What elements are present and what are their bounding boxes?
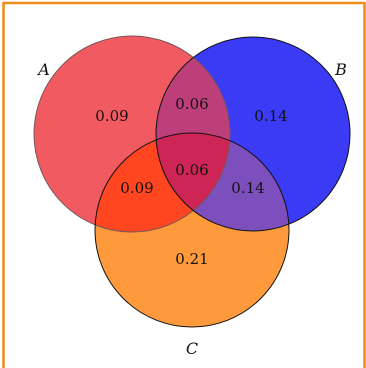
region-b-only-value: 0.14 bbox=[254, 107, 287, 125]
set-b-label: B bbox=[334, 60, 347, 79]
set-c-label: C bbox=[186, 339, 198, 358]
set-c-outline bbox=[94, 132, 290, 328]
region-a-only-value: 0.09 bbox=[95, 107, 128, 125]
set-a-label: A bbox=[36, 60, 50, 79]
set-a-outline bbox=[33, 35, 231, 233]
region-bc-value: 0.14 bbox=[231, 179, 264, 197]
region-ab-value: 0.06 bbox=[175, 95, 208, 113]
set-b-outline bbox=[155, 36, 351, 232]
region-c-only-value: 0.21 bbox=[175, 250, 208, 268]
region-ac-value: 0.09 bbox=[120, 179, 153, 197]
region-abc-value: 0.06 bbox=[175, 161, 208, 179]
